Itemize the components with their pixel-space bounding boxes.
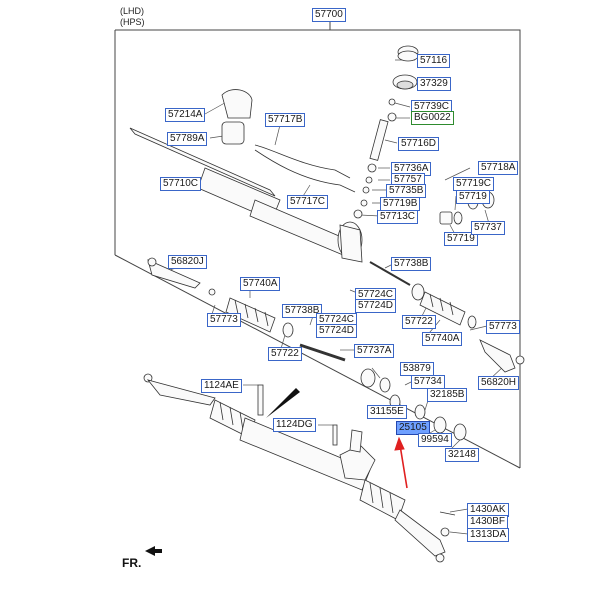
callout-57722-left[interactable]: 57722 [268, 347, 302, 361]
callout-57716D[interactable]: 57716D [398, 137, 440, 151]
assembly-frame [114, 22, 521, 469]
front-direction-label: FR. [122, 556, 142, 570]
upper-assembly [129, 45, 525, 441]
callout-57719C[interactable]: 57719C [453, 177, 495, 191]
callout-1124AE[interactable]: 1124AE [201, 379, 242, 393]
callout-56820H[interactable]: 56820H [478, 376, 520, 390]
section-arrow-icon [266, 388, 300, 418]
callout-1313DA[interactable]: 1313DA [467, 528, 510, 542]
callout-31155E[interactable]: 31155E [367, 405, 407, 419]
callout-57719B[interactable]: 57719B [380, 197, 421, 211]
callout-BG0022[interactable]: BG0022 [411, 111, 454, 125]
callout-57773-right[interactable]: 57773 [486, 320, 520, 334]
callout-57700[interactable]: 57700 [312, 8, 346, 22]
callout-57718A[interactable]: 57718A [478, 161, 519, 175]
callout-57719-a[interactable]: 57719 [456, 190, 490, 204]
callout-57740A-left[interactable]: 57740A [240, 277, 281, 291]
callout-57738B-left[interactable]: 57738B [282, 304, 323, 318]
callout-32185B[interactable]: 32185B [427, 388, 468, 402]
callout-1430BF[interactable]: 1430BF [467, 515, 509, 529]
callout-57717B[interactable]: 57717B [265, 113, 306, 127]
red-pointer-arrow-icon [394, 436, 408, 489]
callout-57713C[interactable]: 57713C [377, 210, 419, 224]
callout-57724D-lower[interactable]: 57724D [316, 324, 358, 338]
callout-57717C[interactable]: 57717C [287, 195, 329, 209]
lower-assembly [143, 373, 456, 563]
callout-57737[interactable]: 57737 [471, 221, 505, 235]
callout-1124DG[interactable]: 1124DG [273, 418, 316, 432]
front-arrow-icon [145, 546, 162, 556]
callout-57789A[interactable]: 57789A [167, 132, 208, 146]
callout-37329[interactable]: 37329 [417, 77, 451, 91]
callout-56820J[interactable]: 56820J [168, 255, 207, 269]
callout-57734[interactable]: 57734 [411, 375, 445, 389]
callout-57710C[interactable]: 57710C [160, 177, 202, 191]
callout-32148[interactable]: 32148 [445, 448, 479, 462]
hps-label: (HPS) [120, 17, 145, 27]
callout-57719-b[interactable]: 57719 [444, 232, 478, 246]
callout-57738B-right[interactable]: 57738B [391, 257, 432, 271]
lhd-label: (LHD) [120, 6, 144, 16]
callout-99594[interactable]: 99594 [418, 433, 452, 447]
callout-57735B[interactable]: 57735B [386, 184, 427, 198]
callout-25105[interactable]: 25105 [396, 421, 430, 435]
callout-57722-right[interactable]: 57722 [402, 315, 436, 329]
callout-57116[interactable]: 57116 [417, 54, 451, 68]
callout-57214A[interactable]: 57214A [165, 108, 206, 122]
callout-57740A-right[interactable]: 57740A [422, 332, 463, 346]
callout-57724D-upper[interactable]: 57724D [355, 299, 397, 313]
callout-53879[interactable]: 53879 [400, 362, 434, 376]
callout-57737A[interactable]: 57737A [354, 344, 395, 358]
callout-57773-left[interactable]: 57773 [207, 313, 241, 327]
